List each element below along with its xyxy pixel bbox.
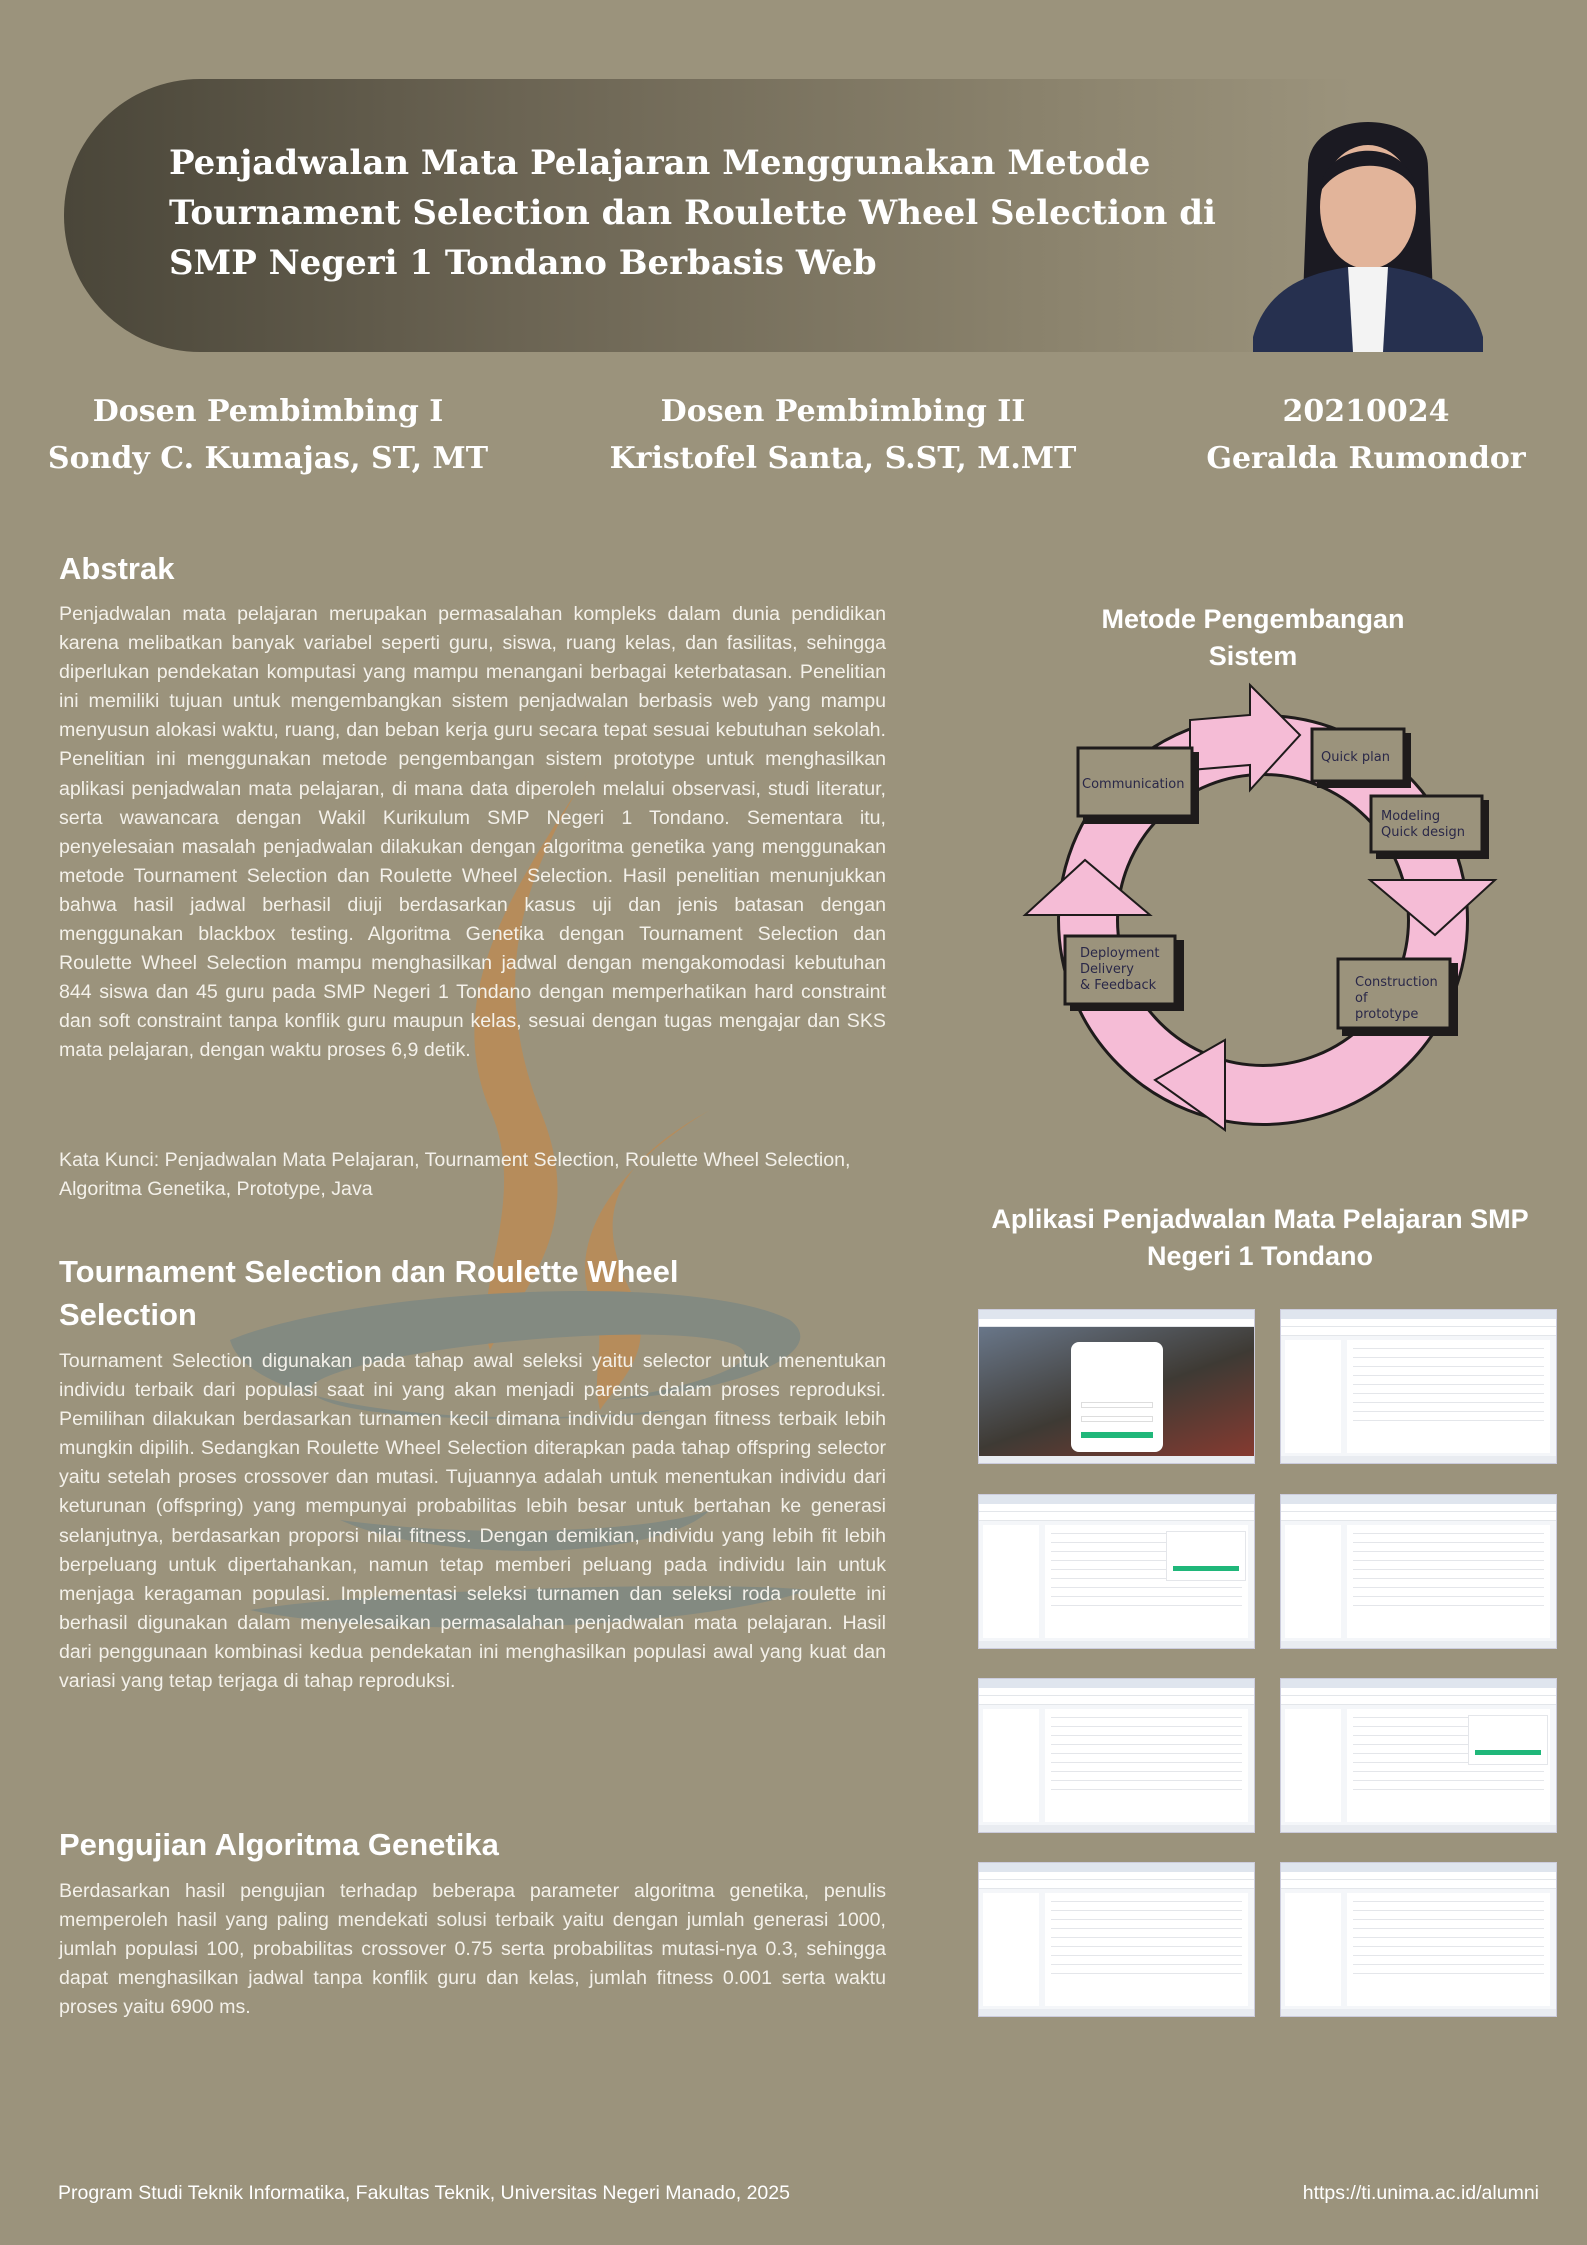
app-screenshot [978, 1678, 1255, 1833]
app-title: Aplikasi Penjadwalan Mata Pelajaran SMP … [991, 1204, 1529, 1271]
poster-title: Penjadwalan Mata Pelajaran Menggunakan M… [169, 143, 1216, 283]
abstract-heading: Abstrak [59, 551, 175, 586]
app-screenshot [1280, 1862, 1557, 2017]
tournament-body: Tournament Selection digunakan pada taha… [59, 1350, 886, 1693]
abstract-body: Penjadwalan mata pelajaran merupakan per… [59, 603, 886, 1062]
author-photo [1253, 122, 1483, 352]
footer-url[interactable]: https://ti.unima.ac.id/alumni [1302, 2182, 1539, 2204]
step-communication: Communication [1082, 777, 1184, 792]
supervisor-name: Kristofel Santa, S.ST, M.MT [609, 441, 1077, 476]
method-title: Metode Pengembangan Sistem [1101, 604, 1405, 671]
app-screenshot [978, 1309, 1255, 1464]
testing-body: Berdasarkan hasil pengujian terhadap beb… [59, 1880, 886, 2019]
supervisor-name: Sondy C. Kumajas, ST, MT [47, 441, 489, 476]
author-name: Geralda Rumondor [1206, 441, 1526, 476]
title-banner [64, 79, 1354, 352]
app-screenshot [978, 1862, 1255, 2017]
testing-heading: Pengujian Algoritma Genetika [59, 1827, 499, 1862]
app-screenshot [1280, 1678, 1557, 1833]
supervisor-2: Dosen Pembimbing II Kristofel Santa, S.ST… [563, 388, 1123, 482]
app-screenshot [978, 1494, 1255, 1649]
keywords: Kata Kunci: Penjadwalan Mata Pelajaran, … [59, 1149, 851, 1201]
step-quick-plan: Quick plan [1321, 750, 1390, 765]
footer-institution: Program Studi Teknik Informatika, Fakult… [58, 2182, 790, 2204]
supervisor-role: Dosen Pembimbing II [660, 394, 1026, 429]
tournament-heading: Tournament Selection dan Roulette Wheel … [59, 1254, 679, 1332]
app-screenshot [1280, 1494, 1557, 1649]
student-id: 20210024 [1282, 394, 1450, 429]
app-screenshot [1280, 1309, 1557, 1464]
supervisor-1: Dosen Pembimbing I Sondy C. Kumajas, ST, … [0, 388, 548, 482]
supervisor-role: Dosen Pembimbing I [92, 394, 444, 429]
java-logo-watermark [230, 770, 810, 1628]
